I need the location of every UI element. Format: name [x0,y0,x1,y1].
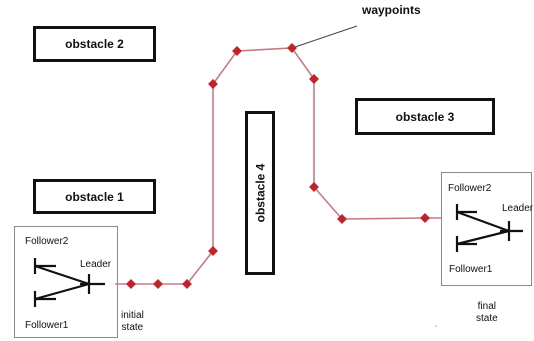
waypoint [309,74,319,84]
waypoint [287,43,297,53]
final-state-line2: state [476,313,498,324]
waypoints-label: waypoints [362,3,421,17]
initial-follower2-label: Follower2 [25,236,69,247]
initial-follower1-label: Follower1 [25,320,69,331]
obstacle-3-label: obstacle 3 [395,109,455,124]
waypoint [208,79,218,89]
stray-dot [435,325,437,327]
initial-state-line2: state [121,322,144,333]
obstacle-2: obstacle 2 [33,26,156,62]
obstacle-2-label: obstacle 2 [65,37,124,51]
waypoint [208,246,218,256]
final-follower2-label: Follower2 [448,183,492,194]
waypoint [126,279,136,289]
waypoint [232,46,242,56]
obstacle-3: obstacle 3 [355,98,495,135]
trajectory-path [115,47,441,285]
waypoints-pointer [294,25,358,48]
obstacle-1-label: obstacle 1 [65,189,124,204]
initial-state-line1: initial [121,310,144,321]
waypoint-markers [126,43,430,289]
initial-state-label: initial state [121,310,144,334]
final-formation-frame [441,172,532,286]
initial-formation-frame [14,226,118,338]
final-state-label: final state [476,301,498,325]
obstacle-4: obstacle 4 [245,111,275,275]
final-follower1-label: Follower1 [449,264,493,275]
initial-leader-label: Leader [80,259,112,270]
initial-formation-shape [33,258,105,307]
final-leader-label: Leader [502,203,534,214]
waypoint [420,213,430,223]
final-state-line1: final [477,301,497,312]
final-formation-shape [455,204,523,252]
waypoint [153,279,163,289]
obstacle-1: obstacle 1 [33,179,156,214]
